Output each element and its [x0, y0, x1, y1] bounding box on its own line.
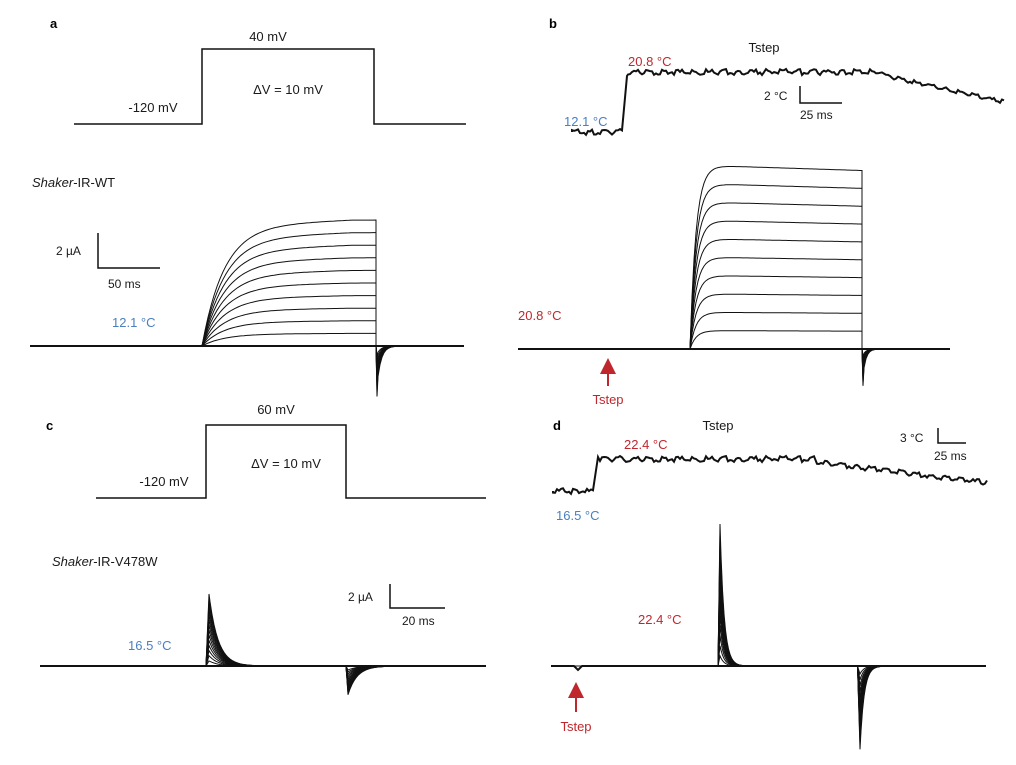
current-trace — [518, 220, 951, 377]
panel-c-temperature: 16.5 °C — [128, 638, 172, 653]
panel-a-scale-bar — [97, 233, 160, 269]
current-trace — [518, 184, 951, 383]
panel-b-temperature-trace — [571, 67, 1005, 137]
current-trace — [551, 534, 987, 744]
current-trace — [551, 605, 986, 704]
current-trace — [518, 312, 951, 361]
panel-c-current-traces — [40, 593, 487, 695]
current-trace — [551, 635, 986, 686]
current-trace — [30, 295, 465, 370]
current-trace — [40, 654, 487, 673]
panel-c-voltage-protocol — [96, 424, 486, 499]
current-trace — [40, 634, 487, 681]
panel-d-arrow-label: Tstep — [560, 719, 591, 734]
panel-d-scale-x: 25 ms — [934, 449, 967, 463]
current-trace — [551, 584, 986, 715]
panel-b-current-traces — [518, 166, 951, 386]
panel-a-scale-x: 50 ms — [108, 277, 141, 291]
current-trace — [40, 629, 487, 683]
current-trace — [551, 654, 986, 676]
panel-a-step-label: ΔV = 10 mV — [253, 82, 323, 97]
panel-a-holding-voltage: -120 mV — [128, 100, 177, 115]
current-trace — [518, 166, 951, 386]
panel-a-voltage-protocol — [74, 48, 466, 125]
panel-c-scale-x: 20 ms — [402, 614, 435, 628]
current-trace — [30, 307, 465, 366]
panel-a-temperature: 12.1 °C — [112, 315, 156, 330]
current-trace — [551, 625, 986, 692]
current-trace — [30, 232, 465, 393]
panel-d-temp-low: 16.5 °C — [556, 508, 600, 523]
panel-d-tstep-title: Tstep — [702, 418, 733, 433]
current-trace — [30, 219, 465, 397]
panel-d: d Tstep 22.4 °C 16.5 °C 3 °C 25 ms 22.4 … — [551, 418, 988, 750]
panel-c-scale-bar — [389, 584, 445, 609]
panel-c-label: c — [46, 418, 53, 433]
panel-d-label: d — [553, 418, 561, 433]
panel-b-scale-x: 25 ms — [800, 108, 833, 122]
panel-d-scale-y: 3 °C — [900, 431, 924, 445]
current-trace — [551, 615, 986, 698]
current-trace — [551, 523, 987, 750]
panel-b: b Tstep 20.8 °C 12.1 °C 2 °C 25 ms 20.8 … — [518, 16, 1005, 407]
panel-c: c 60 mV -120 mV ΔV = 10 mV Shaker-IR-V47… — [40, 402, 487, 695]
panel-a-label: a — [50, 16, 58, 31]
panel-c-step-label: ΔV = 10 mV — [251, 456, 321, 471]
current-trace — [551, 564, 987, 727]
panel-c-holding-voltage: -120 mV — [139, 474, 188, 489]
panel-b-label: b — [549, 16, 557, 31]
panel-b-scale-bar — [799, 86, 842, 104]
panel-a-top-voltage: 40 mV — [249, 29, 287, 44]
current-trace — [30, 257, 465, 384]
current-trace — [40, 619, 487, 687]
current-trace — [40, 624, 487, 685]
current-trace — [518, 257, 951, 370]
panel-b-tstep-title: Tstep — [748, 40, 779, 55]
current-trace — [40, 640, 487, 679]
current-trace — [518, 202, 951, 380]
current-trace — [40, 649, 487, 675]
panel-c-construct: Shaker-IR-V478W — [52, 554, 158, 569]
current-trace — [30, 320, 465, 361]
panel-c-scale-y: 2 µA — [348, 590, 373, 604]
current-trace — [551, 544, 987, 738]
baseline — [551, 665, 986, 672]
current-trace — [40, 643, 487, 677]
panel-a: a 40 mV -120 mV ΔV = 10 mV Shaker-IR-WT … — [30, 16, 466, 397]
panel-d-temp-high: 22.4 °C — [624, 437, 668, 452]
current-trace — [551, 645, 986, 680]
current-trace — [518, 293, 951, 364]
panel-d-scale-bar — [937, 428, 966, 444]
panel-d-current-temp: 22.4 °C — [638, 612, 682, 627]
panel-b-temp-low: 12.1 °C — [564, 114, 608, 129]
current-trace — [40, 593, 487, 695]
panel-b-temp-high: 20.8 °C — [628, 54, 672, 69]
current-trace — [518, 239, 951, 374]
current-trace — [551, 554, 987, 733]
panel-b-scale-y: 2 °C — [764, 89, 788, 103]
panel-a-construct: Shaker-IR-WT — [32, 175, 115, 190]
current-trace — [551, 594, 986, 709]
current-trace — [30, 332, 465, 357]
current-trace — [551, 574, 986, 721]
current-trace — [518, 275, 951, 367]
panel-c-top-voltage: 60 mV — [257, 402, 295, 417]
current-trace — [30, 282, 465, 375]
panel-b-current-temp: 20.8 °C — [518, 308, 562, 323]
current-trace — [30, 244, 465, 388]
panel-d-current-traces — [551, 523, 987, 750]
panel-d-temperature-trace — [552, 453, 988, 496]
panel-b-arrow-label: Tstep — [592, 392, 623, 407]
panel-a-current-traces — [30, 219, 465, 397]
panel-a-scale-y: 2 µA — [56, 244, 81, 258]
current-trace — [518, 330, 951, 358]
